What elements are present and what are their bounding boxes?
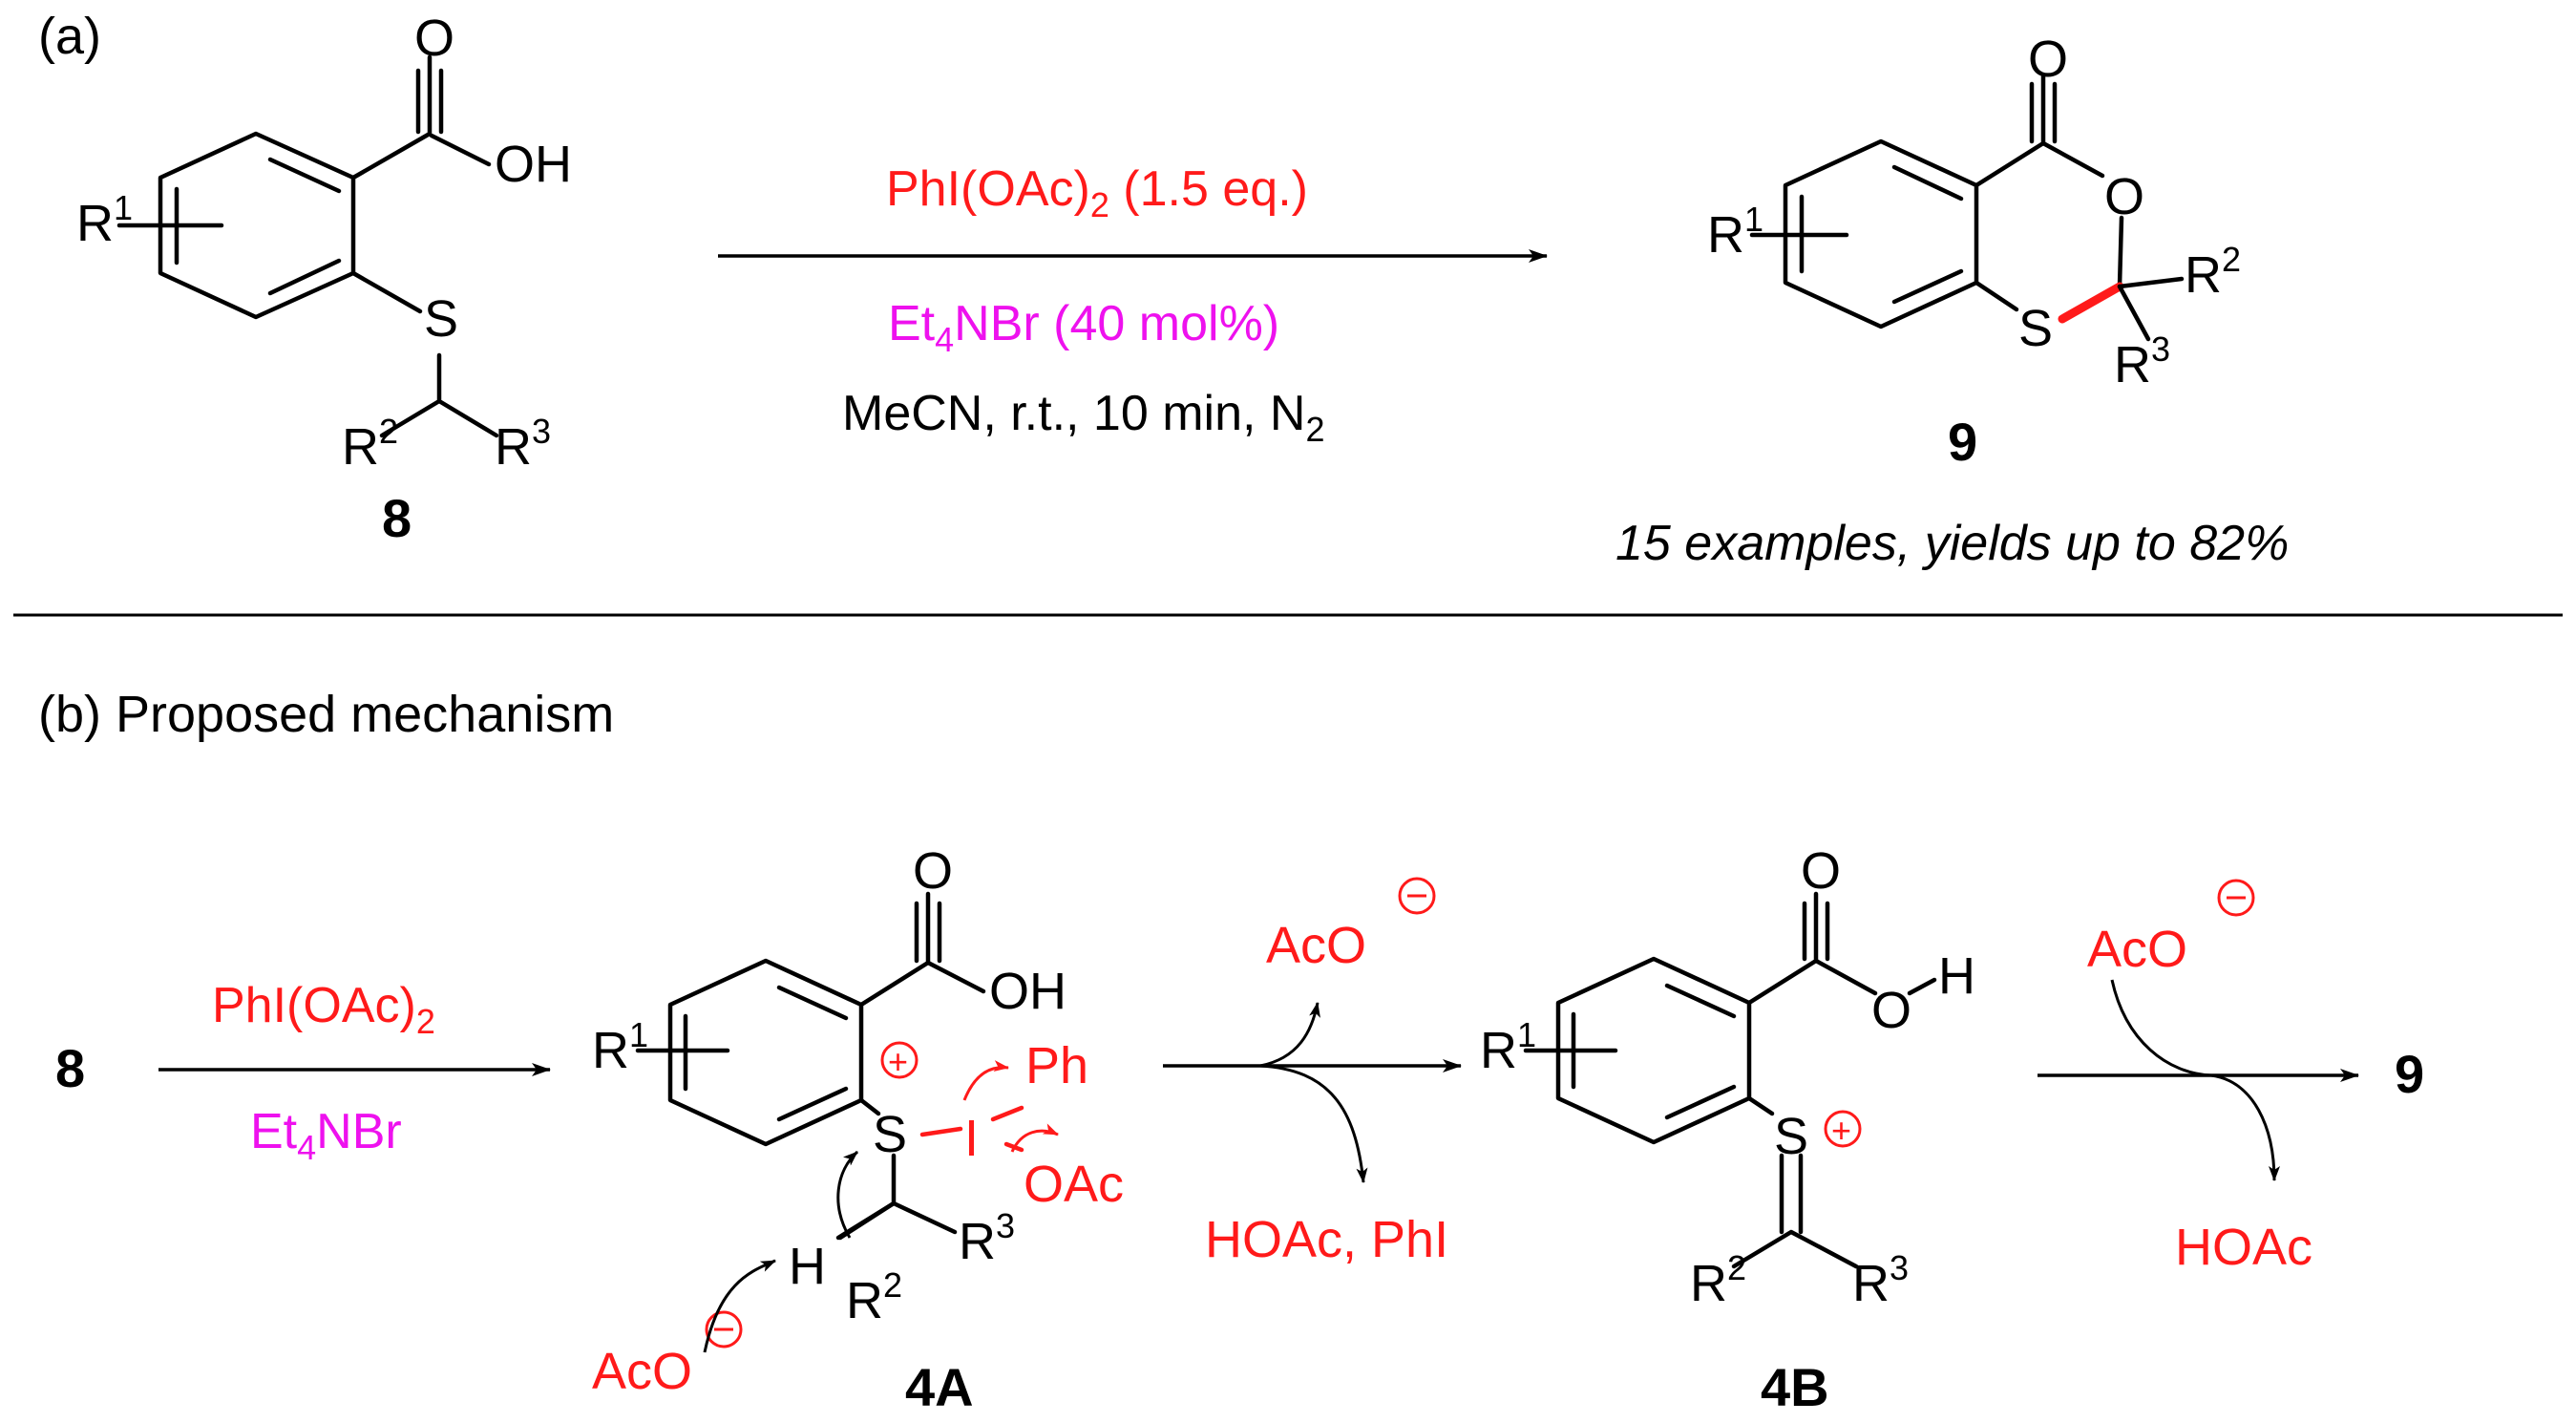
curly-arrow-acetate-out xyxy=(1259,1002,1320,1068)
label-R3: R3 xyxy=(959,1206,1015,1270)
label-R2: R2 xyxy=(846,1265,902,1329)
label-R2: R2 xyxy=(342,412,398,476)
compound-9-structure: O O S R1 R2 R3 9 xyxy=(1707,31,2241,472)
label-R3: R3 xyxy=(495,412,551,476)
label-R1: R1 xyxy=(1480,1015,1536,1079)
mechanism-start-8: 8 xyxy=(55,1038,85,1098)
atom-OAc: OAc xyxy=(1024,1156,1124,1213)
atom-OH: OH xyxy=(495,136,572,193)
label-R2: R2 xyxy=(1690,1248,1746,1312)
label-R1: R1 xyxy=(76,188,133,252)
curly-arrow-deprotonation xyxy=(703,1259,776,1353)
atom-S: S xyxy=(424,290,458,348)
curly-arrow-hoac-phi-out xyxy=(1259,1064,1368,1183)
minus-charge-icon xyxy=(705,1310,743,1349)
intermediate-label-4A: 4A xyxy=(905,1357,974,1417)
atom-ring-O: O xyxy=(2104,168,2144,225)
atom-Ph: Ph xyxy=(1025,1037,1088,1094)
solvent-condition: MeCN, r.t., 10 min, N2 xyxy=(842,386,1324,449)
reagent-et4nbr: Et4NBr xyxy=(250,1104,402,1167)
compound-label-9: 9 xyxy=(1948,412,1977,472)
byproduct-hoac: HOAc xyxy=(2175,1219,2312,1276)
mechanism-arrow-3: AcO HOAc xyxy=(2038,879,2359,1276)
part-a-label: (a) xyxy=(38,8,101,65)
atom-OH: OH xyxy=(989,963,1066,1020)
byproducts-hoac-phi: HOAc, PhI xyxy=(1205,1211,1448,1268)
reaction-arrow-a: PhI(OAc)2 (1.5 eq.) Et4NBr (40 mol%) MeC… xyxy=(718,161,1548,449)
mechanism-product-9: 9 xyxy=(2395,1044,2424,1104)
curly-arrow-i-oac xyxy=(1010,1123,1059,1153)
oxidant-condition: PhI(OAc)2 (1.5 eq.) xyxy=(886,161,1308,224)
atom-O-hydroxyl: O xyxy=(1871,982,1911,1039)
atom-H: H xyxy=(1938,947,1975,1005)
curly-arrow-hoac-out xyxy=(2210,1073,2280,1181)
label-R1: R1 xyxy=(1707,200,1763,264)
mechanism-arrow-2: AcO HOAc, PhI xyxy=(1163,877,1462,1268)
additive-condition: Et4NBr (40 mol%) xyxy=(888,296,1279,359)
minus-charge-icon xyxy=(1398,877,1436,915)
intermediate-label-4B: 4B xyxy=(1761,1357,1829,1417)
atom-I: I xyxy=(964,1110,979,1167)
scope-note: 15 examples, yields up to 82% xyxy=(1615,516,2289,571)
plus-charge-icon xyxy=(880,1041,918,1079)
curly-arrow-s-i xyxy=(962,1060,1009,1101)
intermediate-4A-structure: O OH S + I Ph OAc H R1 R2 R3 AcO 4A xyxy=(592,842,1124,1417)
plus-charge-sign: + xyxy=(888,1042,908,1081)
mechanism-arrow-1: PhI(OAc)2 Et4NBr xyxy=(158,978,551,1167)
curly-arrow-ch-to-s xyxy=(836,1150,859,1239)
atom-O: O xyxy=(414,10,454,67)
minus-charge-icon xyxy=(2217,879,2255,917)
label-R3: R3 xyxy=(2114,329,2170,393)
acetate-base: AcO xyxy=(592,1343,692,1400)
label-R1: R1 xyxy=(592,1015,648,1079)
compound-label-8: 8 xyxy=(382,488,412,548)
label-R2: R2 xyxy=(2185,240,2241,304)
atom-S-sulfonium: S xyxy=(1774,1108,1808,1165)
atom-O: O xyxy=(913,842,953,900)
label-R3: R3 xyxy=(1852,1248,1909,1312)
atom-S-cation: S xyxy=(873,1106,907,1163)
atom-H: H xyxy=(789,1238,826,1295)
acetate-released: AcO xyxy=(1266,917,1366,974)
reagent-phi-oac2: PhI(OAc)2 xyxy=(212,978,435,1041)
atom-O: O xyxy=(2028,31,2068,88)
atom-O: O xyxy=(1801,842,1841,900)
acetate-incoming: AcO xyxy=(2087,921,2187,978)
atom-S: S xyxy=(2018,300,2053,357)
plus-charge-sign: + xyxy=(1831,1111,1851,1150)
intermediate-4B-structure: O O H S + R1 R2 R3 4B xyxy=(1480,842,1975,1417)
curly-arrow-acetate-in xyxy=(2110,979,2212,1077)
compound-8-structure: O OH S R1 R2 R3 8 xyxy=(76,10,572,548)
part-b-label: (b) Proposed mechanism xyxy=(38,686,614,743)
plus-charge-icon xyxy=(1824,1110,1862,1148)
